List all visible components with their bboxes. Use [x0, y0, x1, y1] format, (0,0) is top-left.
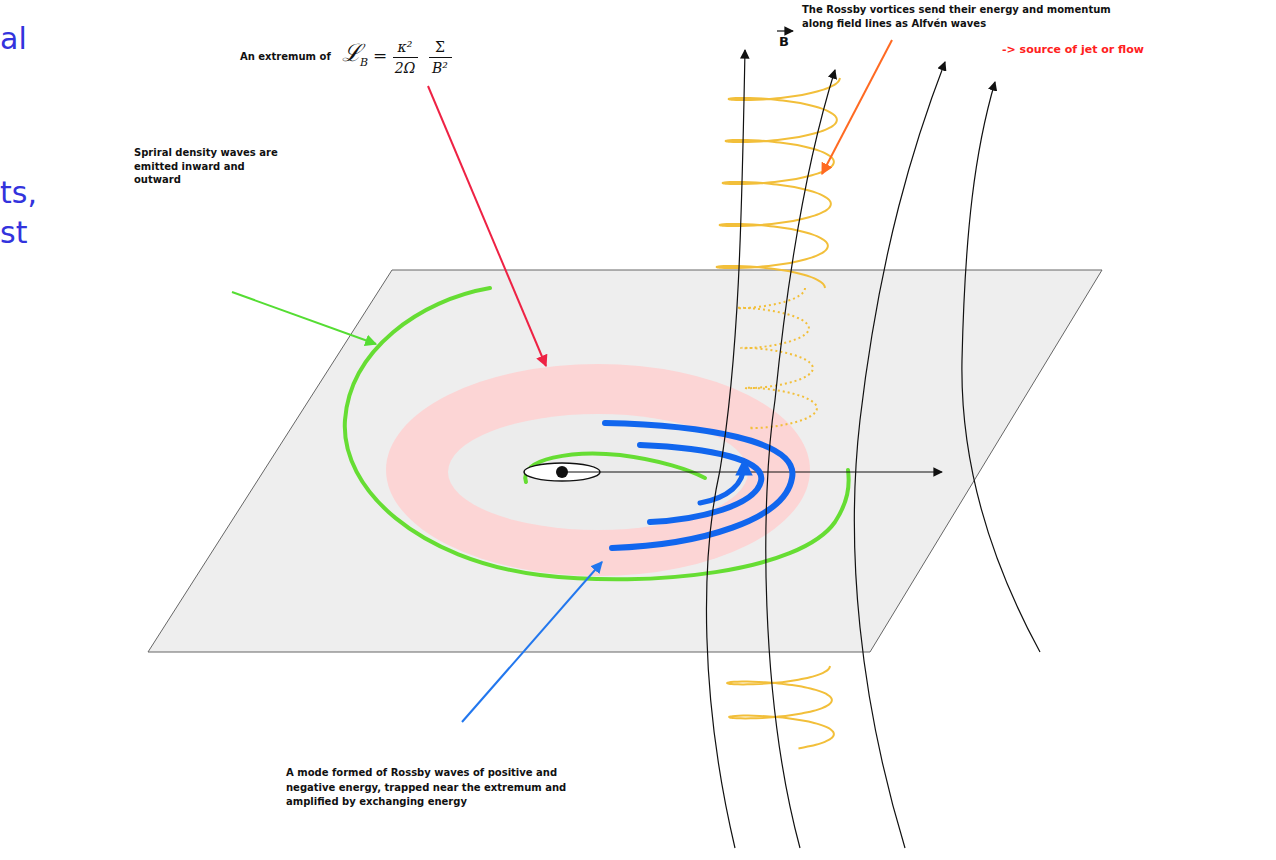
formula-equals: = — [373, 46, 387, 66]
annotation: The Rossby vortices send their energy an… — [802, 3, 1122, 30]
spiral-wave — [345, 288, 849, 579]
formula-numerator: Σ — [425, 39, 455, 55]
alfven-helix — [717, 78, 840, 428]
callout-arrow — [462, 562, 602, 722]
formula-denominator: B² — [425, 60, 455, 76]
alfven-helix — [727, 666, 834, 748]
formula-denominator: 2Ω — [390, 60, 420, 76]
slide-fragment: al — [0, 22, 27, 57]
extremum-ring — [386, 364, 810, 576]
callout-arrow — [428, 86, 546, 366]
rossby-arc — [640, 445, 761, 522]
rossby-arc — [605, 423, 792, 548]
jet-note: -> source of jet or flow — [1002, 44, 1144, 57]
vector-arrow — [777, 30, 793, 31]
callout-arrow — [822, 40, 892, 174]
fraction-bar — [429, 57, 452, 58]
formula-numerator: κ² — [390, 39, 420, 55]
alfven-helix — [737, 288, 817, 428]
slide-fragment: st — [0, 216, 27, 251]
formula-caption: An extremum of — [240, 51, 331, 63]
field-line — [706, 50, 745, 848]
field-line — [962, 82, 1040, 652]
field-symbol: B — [779, 35, 789, 50]
radial-arrow — [562, 471, 942, 472]
alfven-helix — [717, 78, 840, 288]
field-line — [854, 62, 945, 848]
rossby-arrow — [700, 465, 744, 503]
annotation: A mode formed of Rossby waves of positiv… — [286, 766, 586, 810]
formula-symbol: ℒ — [342, 40, 362, 68]
alfven-helix — [727, 666, 834, 748]
field-line — [766, 70, 835, 848]
disk-plane — [148, 270, 1102, 652]
annotation: Spriral density waves are emitted inward… — [134, 146, 286, 187]
slide-fragment: ts, — [0, 176, 37, 211]
fraction-bar — [393, 57, 418, 58]
formula-subscript: B — [360, 57, 368, 70]
callout-arrow — [232, 292, 376, 344]
